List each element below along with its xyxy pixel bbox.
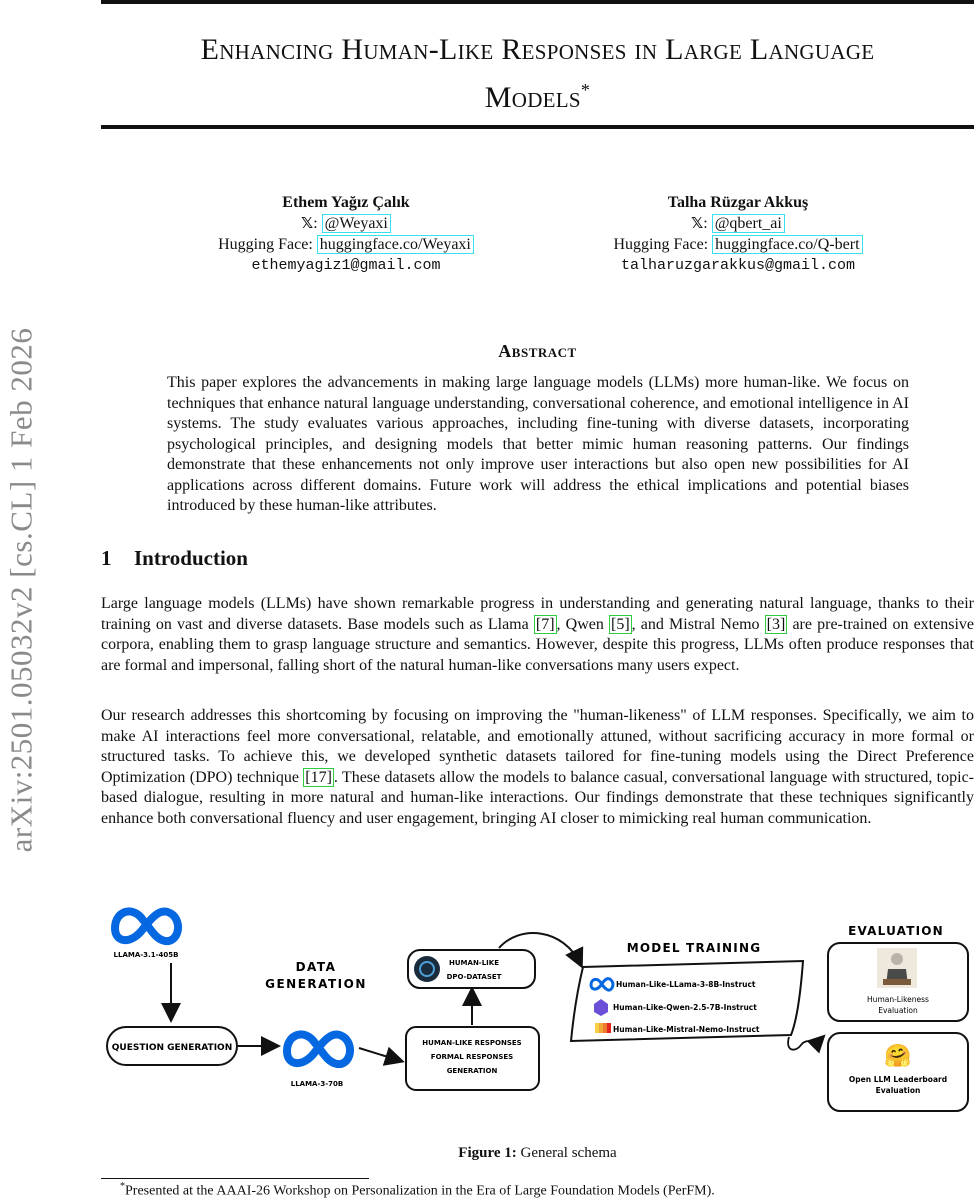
- meta-logo-icon: [283, 1030, 355, 1069]
- title-top-rule: [101, 0, 974, 4]
- title-line-2: Models*: [101, 70, 974, 118]
- hf-label: Hugging Face:: [613, 236, 709, 253]
- model-training-box: [569, 959, 805, 1043]
- author-block-1: Ethem Yağız Çalık 𝕏: @Weyaxi Hugging Fac…: [196, 192, 496, 276]
- llama-70b-label: LLAMA-3-70B: [291, 1080, 343, 1088]
- eval1-label-1: Human-Likeness: [867, 995, 929, 1004]
- footnote: *Presented at the AAAI-26 Workshop on Pe…: [120, 1181, 715, 1200]
- data-generation-label-1: DATA: [296, 960, 337, 974]
- question-generation-box: [106, 1026, 238, 1066]
- hf-label: Hugging Face:: [218, 236, 313, 253]
- author-name: Talha Rüzgar Akkuş: [667, 194, 809, 211]
- qwen-logo-icon: [594, 999, 608, 1016]
- meta-logo-icon: [589, 977, 615, 992]
- model-1-label: Human-Like-LLama-3-8B-Instruct: [616, 980, 756, 989]
- x-logo-icon: 𝕏: [691, 214, 704, 232]
- author-email: ethemyagiz1@gmail.com: [251, 257, 441, 274]
- paper-title: Enhancing Human-Like Responses in Large …: [101, 30, 974, 118]
- data-generation-label-2: GENERATION: [265, 977, 367, 991]
- text-run: . These datasets allow the models to bal…: [101, 768, 974, 827]
- citation-link[interactable]: [7]: [533, 614, 557, 634]
- text-run: Large language models (LLMs) have shown …: [101, 595, 974, 633]
- responses-label-2: FORMAL RESPONSES: [431, 1053, 513, 1061]
- eval1-label-2: Evaluation: [878, 1006, 918, 1015]
- mistral-logo-icon: [595, 1023, 611, 1033]
- dataset-logo-ring: [419, 961, 435, 977]
- citation-link[interactable]: [5]: [609, 614, 632, 634]
- author-x-line: 𝕏: @Weyaxi: [196, 213, 496, 234]
- footnote-rule: [101, 1178, 369, 1179]
- figure-caption: Figure 1: General schema: [101, 1145, 974, 1162]
- text-run: , Qwen: [556, 615, 610, 633]
- llama-405b-label: LLAMA-3.1-405B: [114, 951, 179, 959]
- arrow-curved: [498, 932, 584, 969]
- footnote-mark: *: [120, 1181, 125, 1192]
- meta-logo-icon: [111, 907, 183, 946]
- dataset-logo-icon: [414, 956, 440, 982]
- dpo-label-2: DPO-DATASET: [447, 973, 502, 981]
- intro-paragraph-2: Our research addresses this shortcoming …: [101, 706, 974, 830]
- model-3-label: Human-Like-Mistral-Nemo-Instruct: [613, 1025, 760, 1034]
- text-run: Our research addresses this shortcoming …: [101, 707, 974, 786]
- model-training-label: MODEL TRAINING: [627, 941, 762, 955]
- citation-link[interactable]: [17]: [303, 767, 334, 787]
- section-title: Introduction: [134, 546, 248, 570]
- caption-label: Figure 1:: [458, 1145, 517, 1161]
- section-heading: 1 Introduction: [101, 546, 248, 571]
- title-line-1: Enhancing Human-Like Responses in Large …: [200, 33, 875, 66]
- author-hf-line: Hugging Face: huggingface.co/Q-bert: [588, 234, 888, 255]
- intro-paragraph-1: Large language models (LLMs) have shown …: [101, 594, 974, 676]
- eval2-label-1: Open LLM Leaderboard: [849, 1075, 947, 1084]
- x-handle-link[interactable]: @qbert_ai: [711, 214, 785, 233]
- citation-link[interactable]: [3]: [764, 614, 788, 634]
- hf-profile-link[interactable]: huggingface.co/Weyaxi: [316, 235, 474, 254]
- author-name: Ethem Yağız Çalık: [282, 194, 410, 211]
- responses-label-3: GENERATION: [447, 1067, 498, 1075]
- hugging-face-icon: 🤗: [884, 1043, 911, 1069]
- footnote-text: Presented at the AAAI-26 Workshop on Per…: [125, 1183, 715, 1199]
- author-x-line: 𝕏: @qbert_ai: [588, 213, 888, 234]
- general-schema-figure: LLAMA-3.1-405B QUESTION GENERATION DATA …: [101, 895, 974, 1125]
- text-run: are pre-trained on extensive corpora, en…: [101, 615, 974, 674]
- section-number: 1: [101, 546, 112, 570]
- title-line-2-text: Models: [484, 81, 581, 114]
- abstract-body: This paper explores the advancements in …: [167, 374, 909, 514]
- arrow-right: [358, 1046, 405, 1066]
- model-2-label: Human-Like-Qwen-2.5-7B-Instruct: [613, 1003, 757, 1012]
- title-bottom-rule: [101, 125, 974, 129]
- judge-icon: [877, 948, 917, 988]
- caption-text: General schema: [520, 1145, 617, 1161]
- schema-diagram: LLAMA-3.1-405B QUESTION GENERATION DATA …: [106, 907, 969, 1112]
- abstract-heading: Abstract: [498, 341, 577, 361]
- question-generation-label: QUESTION GENERATION: [112, 1043, 232, 1053]
- evaluation-label: EVALUATION: [848, 924, 944, 938]
- responses-label-1: HUMAN-LIKE RESPONSES: [422, 1039, 521, 1047]
- responses-generation-box: [405, 1026, 540, 1091]
- eval2-label-2: Evaluation: [876, 1086, 921, 1095]
- dpo-label-1: HUMAN-LIKE: [449, 959, 499, 967]
- arxiv-identifier-text: arXiv:2501.05032v2 [cs.CL] 1 Feb 2026: [3, 327, 38, 853]
- arxiv-identifier: arXiv:2501.05032v2 [cs.CL] 1 Feb 2026: [2, 270, 40, 910]
- dpo-dataset-box: [407, 949, 536, 989]
- author-hf-line: Hugging Face: huggingface.co/Weyaxi: [196, 234, 496, 255]
- x-logo-icon: 𝕏: [301, 214, 314, 232]
- open-llm-leaderboard-box: [827, 1032, 969, 1112]
- author-email: talharuzgarakkus@gmail.com: [620, 257, 856, 274]
- x-handle-link[interactable]: @Weyaxi: [321, 214, 391, 233]
- arrow-connector: [787, 1034, 826, 1054]
- author-block-2: Talha Rüzgar Akkuş 𝕏: @qbert_ai Hugging …: [588, 192, 888, 276]
- text-run: , and Mistral Nemo: [631, 615, 765, 633]
- title-footnote-mark: *: [580, 80, 591, 100]
- hf-profile-link[interactable]: huggingface.co/Q-bert: [712, 235, 863, 254]
